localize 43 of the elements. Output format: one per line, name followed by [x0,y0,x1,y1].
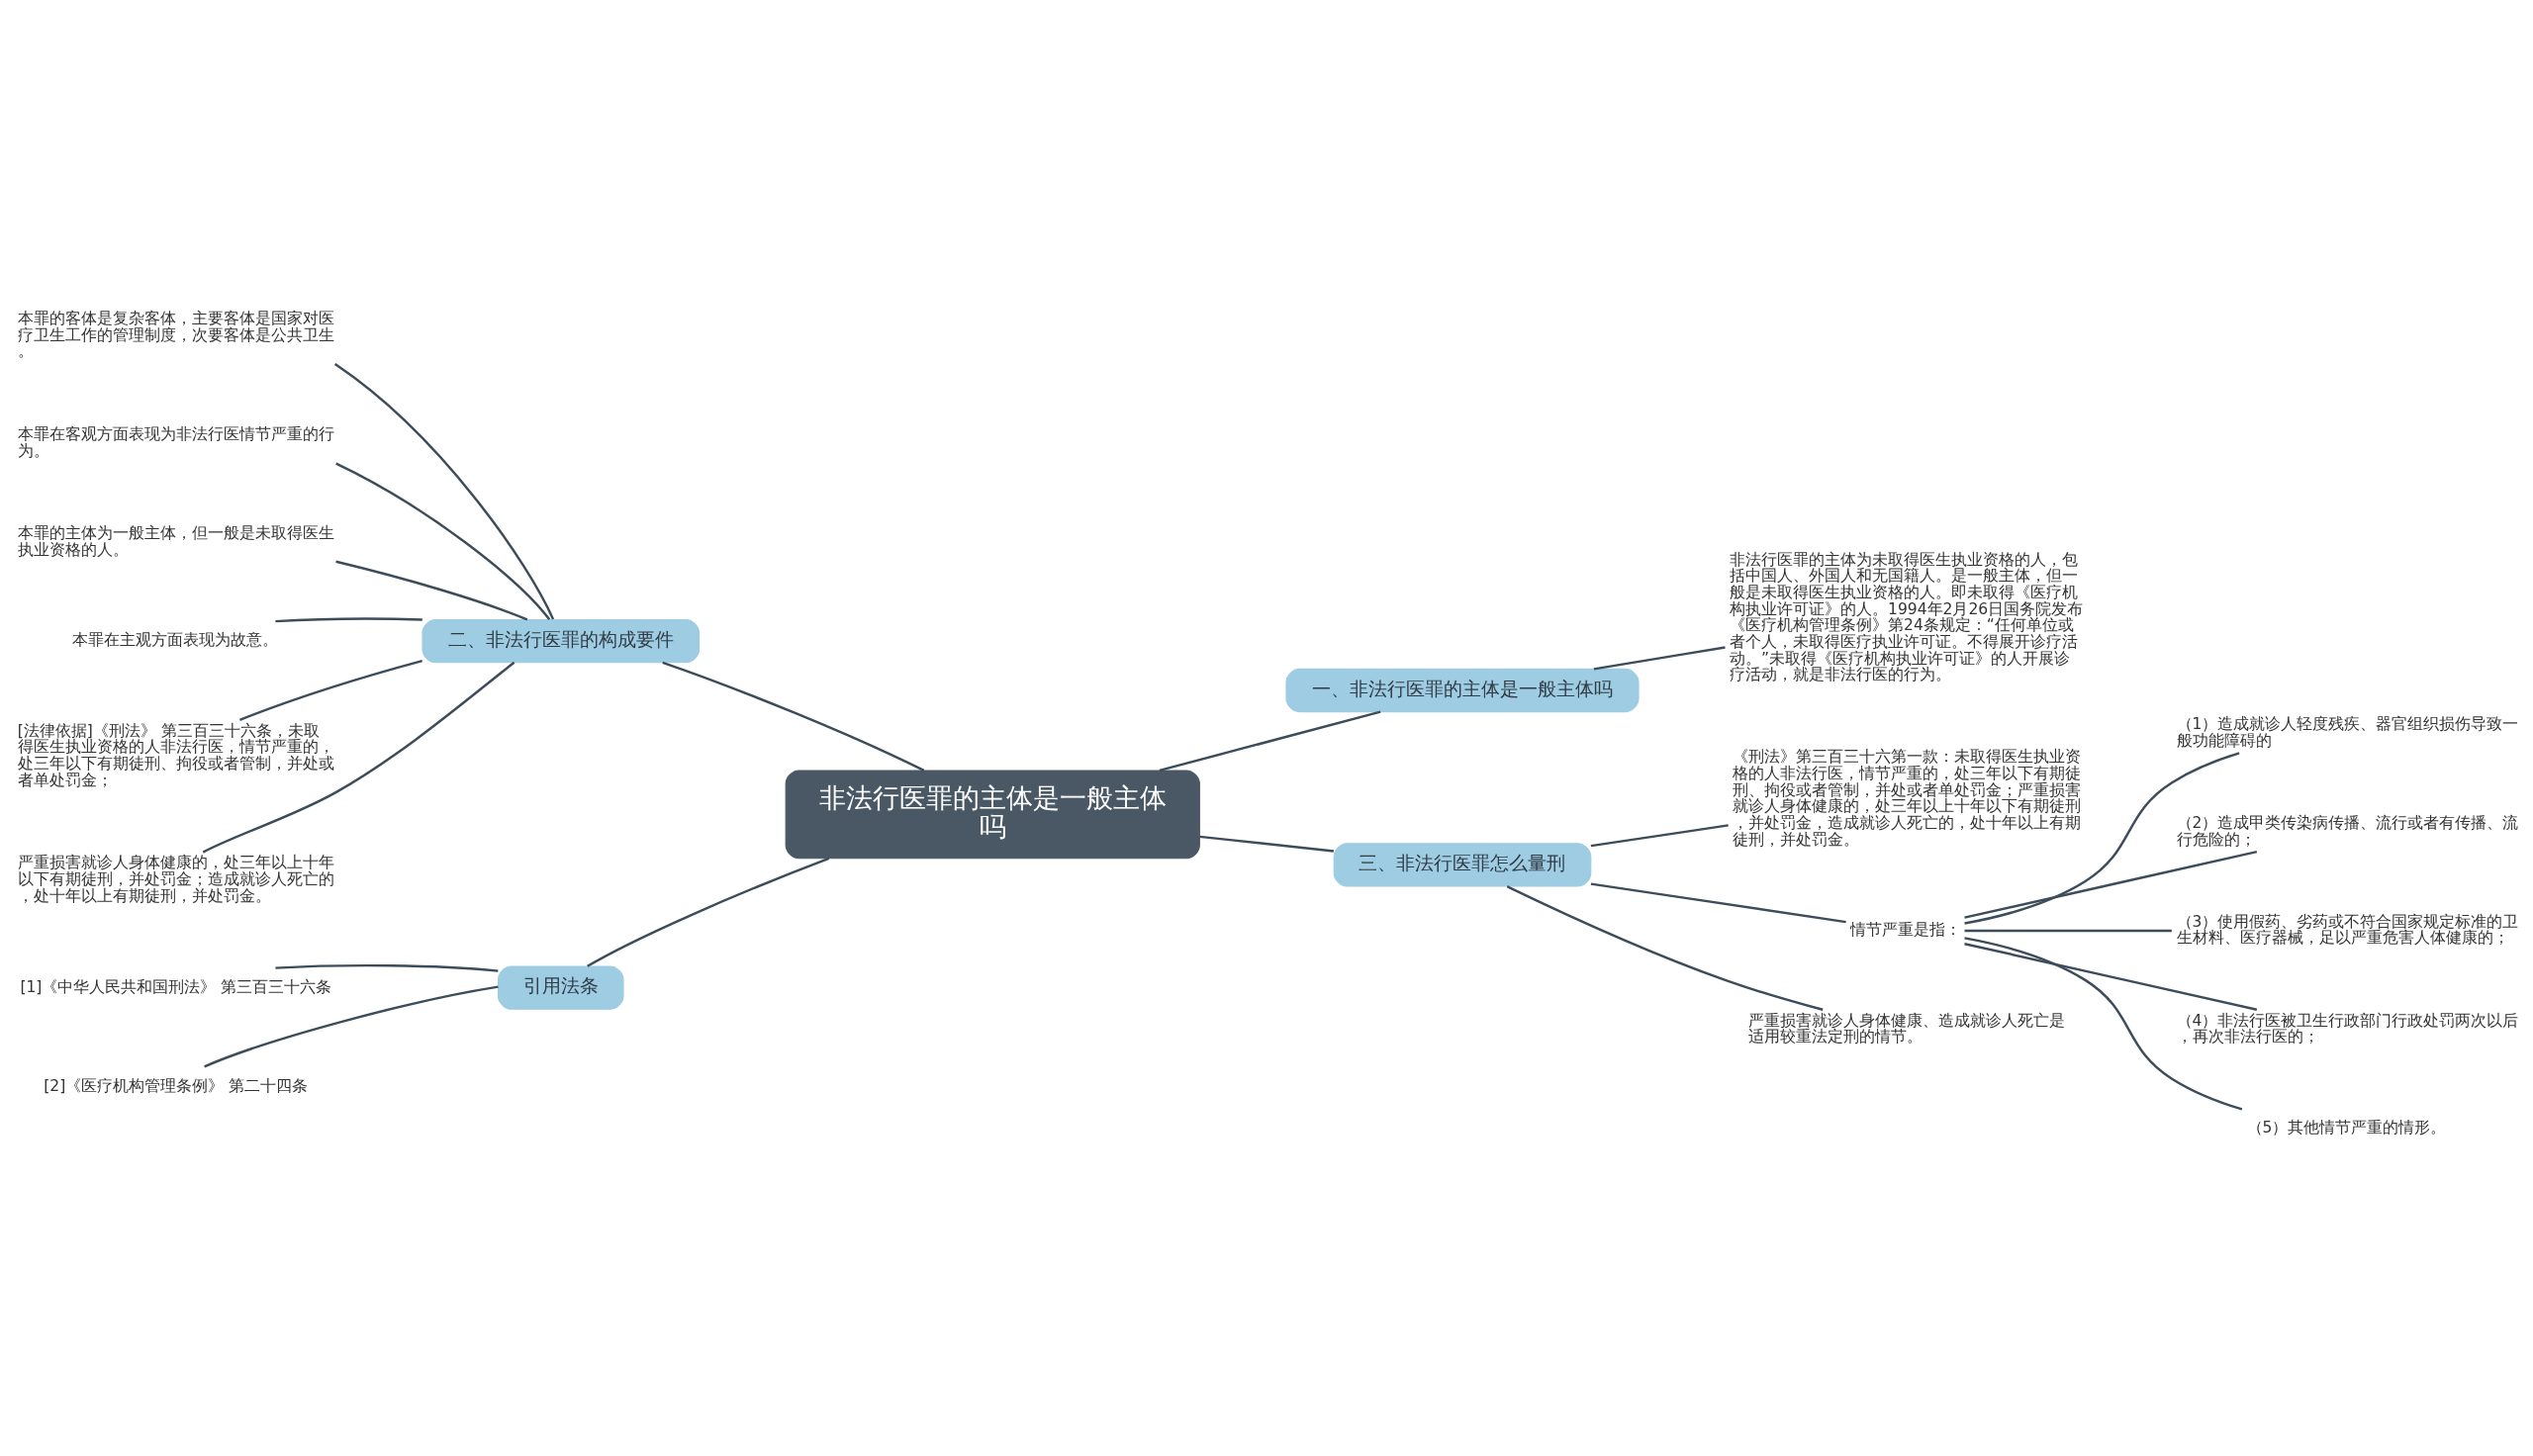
connector [275,617,422,623]
node-text: 本罪的主体为一般主体，但一般是未取得医生执业资格的人。 [17,524,334,559]
node-text: 本罪的客体是复杂客体，主要客体是国家对医疗卫生工作的管理制度，次要客体是公共卫生。 [17,310,334,361]
connector [1593,646,1726,671]
connector [662,661,925,772]
node-box: 一、非法行医罪的主体是一般主体吗 [1285,668,1640,713]
node-text: （2）造成甲类传染病传播、流行或者有传播、流行危险的； [2176,813,2519,849]
connector [1964,752,2240,925]
connector [1590,824,1729,848]
node-text: （5）其他情节严重的情形。 [2246,1118,2447,1137]
connector [204,985,499,1068]
connector [1964,850,2258,919]
connector [275,963,499,972]
connector [335,560,528,621]
connector [238,659,422,721]
node-text: （1）造成就诊人轻度残疾、器官组织损伤导致一般功能障碍的 [2176,715,2519,750]
node-box: 引用法条 [497,965,624,1010]
node-text: [2]《医疗机构管理条例》 第二十四条 [44,1076,309,1095]
node-text: （4）非法行医被卫生行政部门行政处罚两次以后，再次非法行医的； [2176,1011,2519,1046]
node-text: [法律依据]《刑法》 第三百三十六条，未取得医生执业资格的人非法行医，情节严重的，处三年以下有期徒刑、拘役或者管制，并处或者单处罚金； [17,721,334,789]
node-text: [1]《中华人民共和国刑法》 第三百三十六条 [20,977,332,996]
connector [1159,710,1381,773]
connector [202,661,516,854]
connector [1964,929,2172,933]
node-text: 非法行医罪的主体为未取得医生执业资格的人，包括中国人、外国人和无国籍人。是一般主体，但一般是未取得医生执业资格的人。即未取得《医疗机构执业许可证》的人。1994年2月26日国务院发布《医疗机构管理条例》第24条规定：“任何单位或者个人，未取得医疗执业许可证。不得展开诊疗活动。”未取得《医疗机构执业许可证》的人开展诊疗活动，就是非法行医的行为。 [1730,550,2084,684]
node-text: 严重损害就诊人身体健康的，处三年以上十年以下有期徒刑，并处罚金；造成就诊人死亡的，处十年以上有期徒刑，并处罚金。 [17,854,334,905]
connector [1199,835,1335,853]
connector [1506,885,1824,1011]
node-text: 本罪在主观方面表现为故意。 [72,631,279,650]
connector [1590,882,1846,924]
node-text: 严重损害就诊人身体健康、造成就诊人死亡是适用较重法定刑的情节。 [1747,1011,2065,1046]
connector [587,857,830,967]
node-text: （3）使用假药、劣药或不符合国家规定标准的卫生材料、医疗器械，足以严重危害人体健康的； [2176,912,2519,948]
node-text: 《刑法》第三百三十六第一款：未取得医生执业资格的人非法行医，情节严重的，处三年以下有期徒刑、拘役或者管制，并处或者单处罚金；严重损害就诊人身体健康的，处三年以上十年以下有期徒刑，并处罚金，造成就诊人死亡的，处十年以上有期徒刑，并处罚金。 [1733,748,2082,849]
node-text: 本罪在客观方面表现为非法行医情节严重的行为。 [17,425,334,460]
node-box: 三、非法行医罪怎么量刑 [1333,843,1592,887]
node-box: 二、非法行医罪的构成要件 [422,618,701,664]
connector [1964,937,2243,1111]
connector [335,462,551,621]
node-text: 情节严重是指： [1850,921,1962,940]
connector [1964,943,2258,1011]
node-box: 非法行医罪的主体是一般主体吗 [785,770,1200,860]
connector [333,363,555,620]
